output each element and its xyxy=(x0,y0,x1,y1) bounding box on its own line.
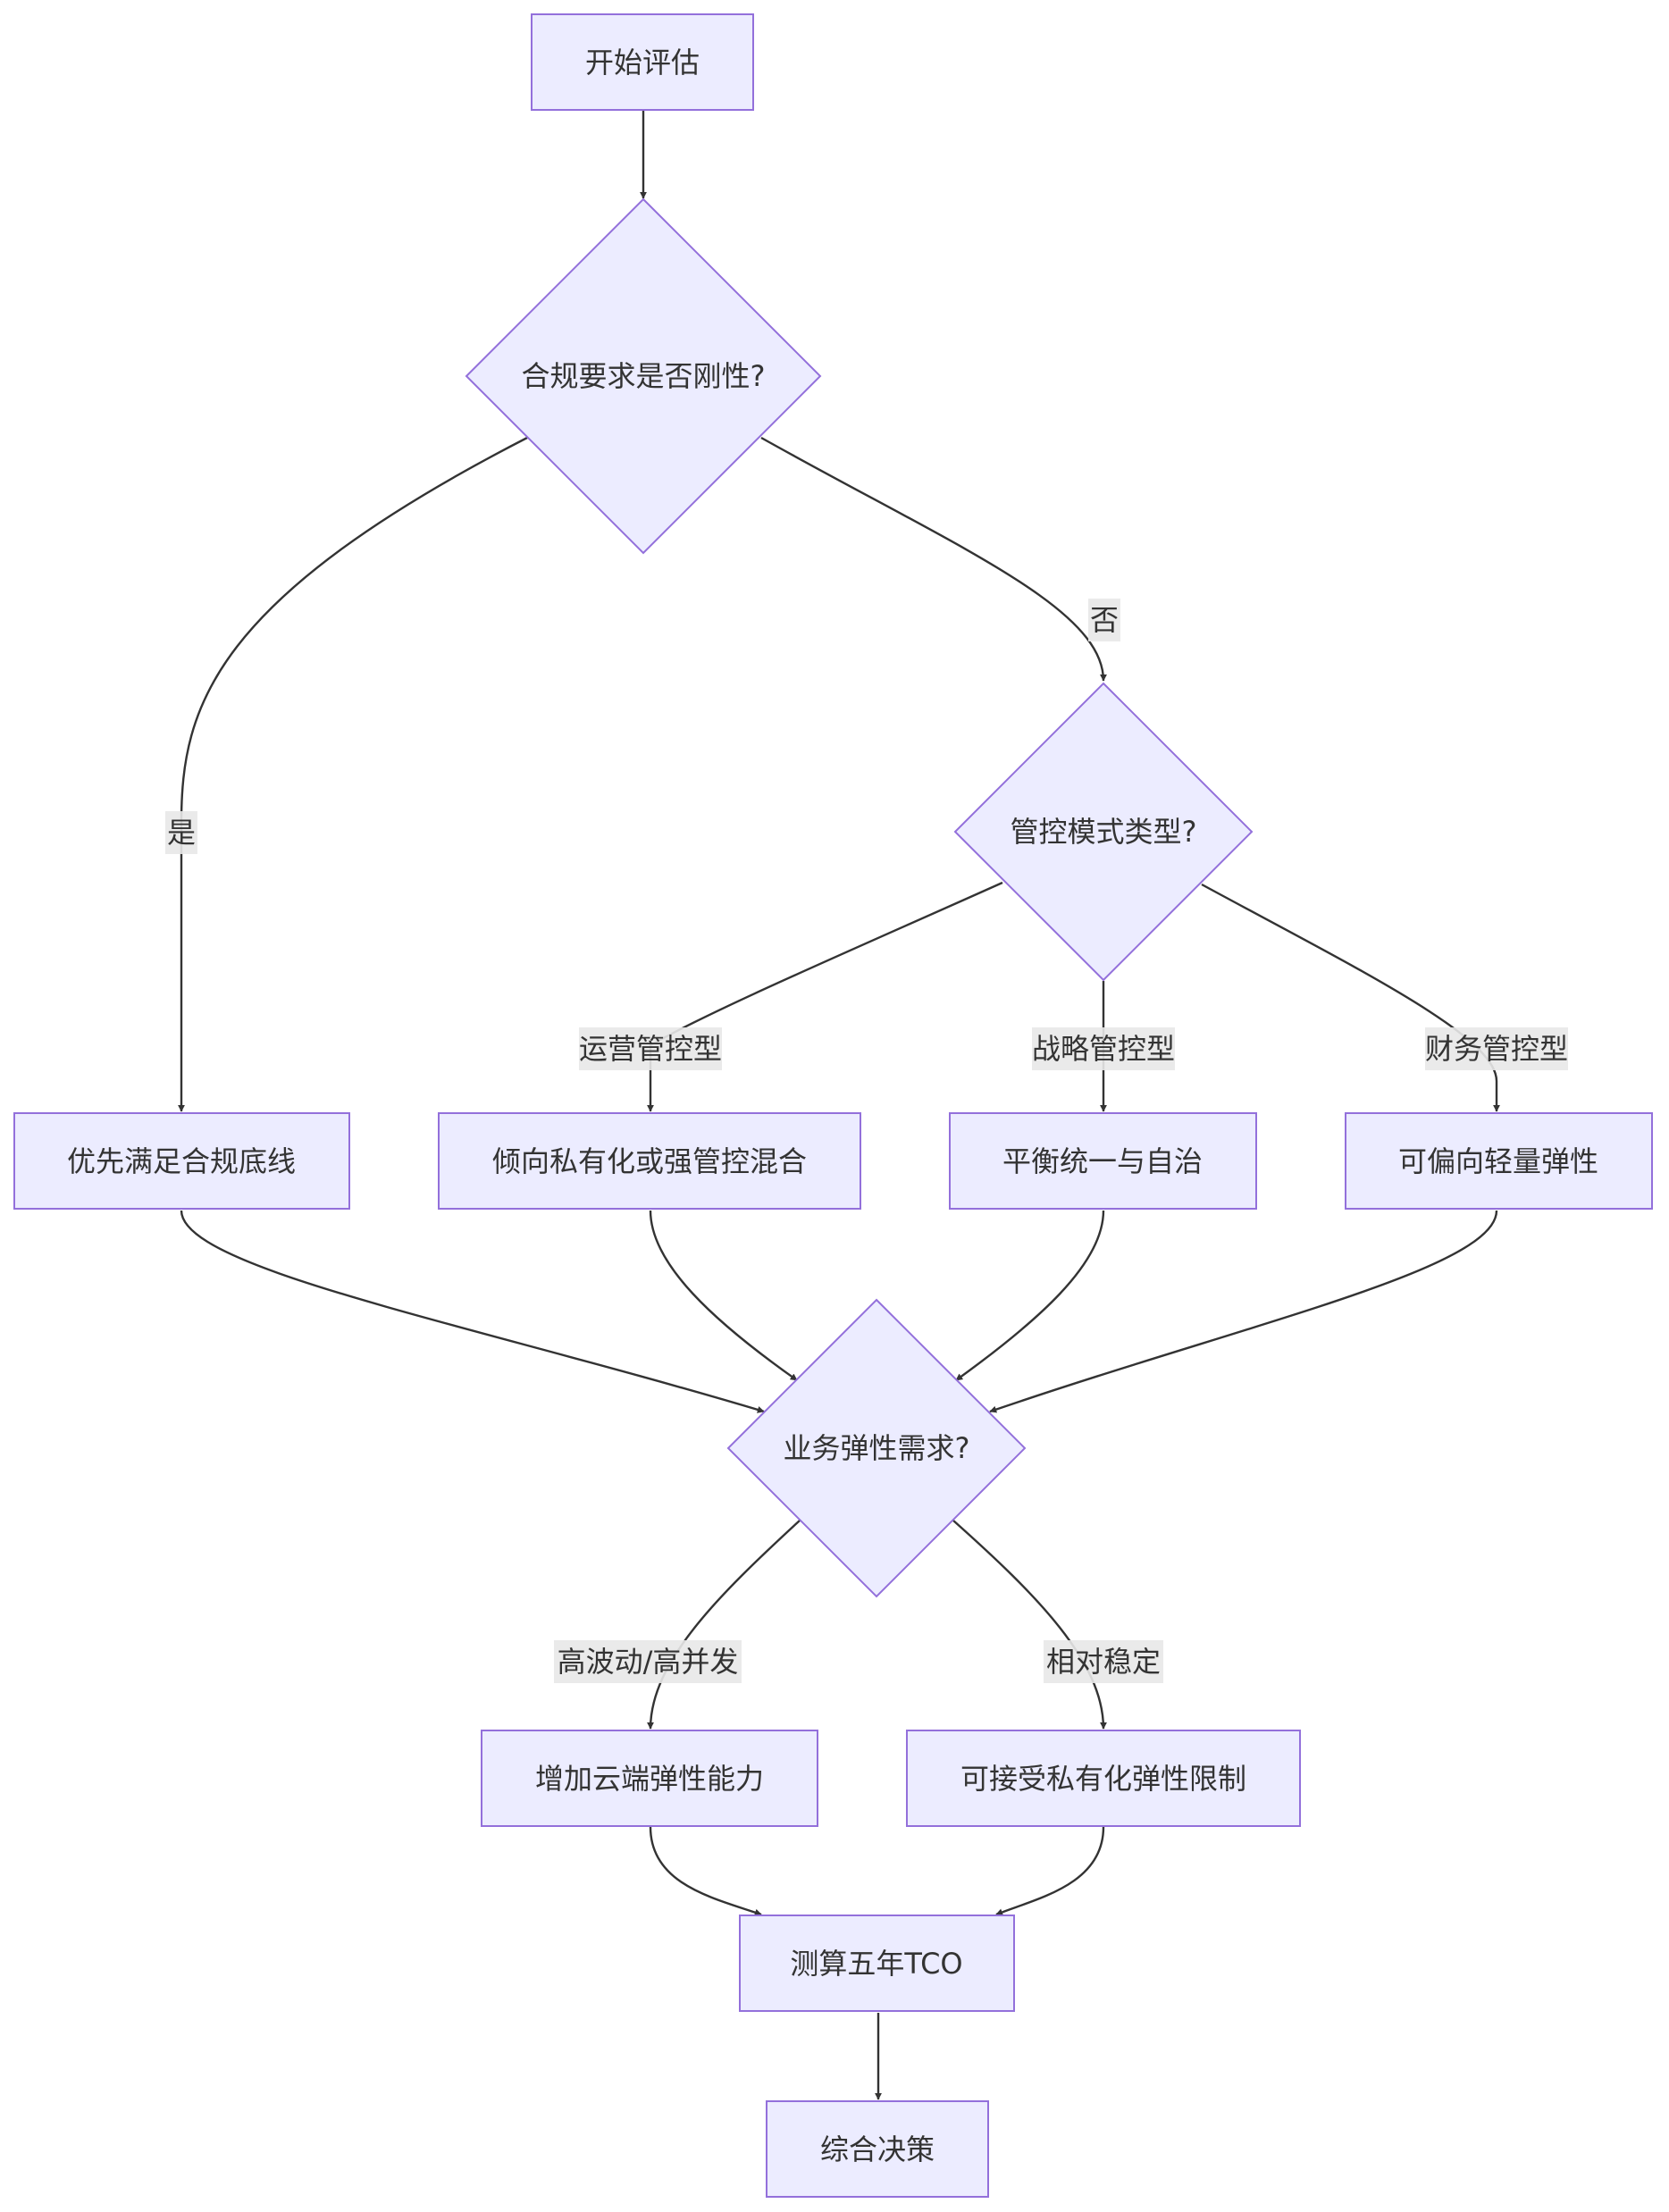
node-private-hybrid-label: 倾向私有化或强管控混合 xyxy=(492,1144,807,1178)
edge-elastic-need-to-cloud-elastic xyxy=(647,1520,801,1730)
edge-meet-compliance-to-elastic-need xyxy=(180,1210,765,1413)
edge-control-mode-to-private-hybrid xyxy=(647,881,1003,1112)
svg-text:是: 是 xyxy=(167,816,196,850)
node-balance[interactable]: 平衡统一与自治 xyxy=(949,1112,1257,1210)
svg-text:财务管控型: 财务管控型 xyxy=(1425,1032,1568,1066)
node-decision[interactable]: 综合决策 xyxy=(766,2100,989,2198)
node-accept-private[interactable]: 可接受私有化弹性限制 xyxy=(906,1730,1301,1827)
svg-text:战略管控型: 战略管控型 xyxy=(1032,1032,1175,1066)
edge-label-financial: 财务管控型 xyxy=(1425,1027,1568,1070)
edge-compliance-to-control-mode xyxy=(760,436,1107,682)
edge-labels: 否 是 运营管控型 战略管控型 财务管控型 高波动/高并发 相对稳定 xyxy=(165,599,1568,1683)
node-tco[interactable]: 测算五年TCO xyxy=(739,1915,1015,2012)
edge-label-yes: 是 xyxy=(165,811,197,854)
node-control-mode-label: 管控模式类型? xyxy=(1011,815,1197,849)
nodes: 开始评估 合规要求是否刚性? 管控模式类型? 优先满足合规底线 倾向私有化或强管… xyxy=(13,13,1653,2198)
node-decision-label: 综合决策 xyxy=(820,2132,935,2166)
edge-elastic-need-to-accept-private xyxy=(952,1520,1107,1730)
edges xyxy=(178,111,1500,2100)
node-elastic-need-decision[interactable]: 业务弹性需求? xyxy=(726,1298,1027,1598)
node-compliance-decision[interactable]: 合规要求是否刚性? xyxy=(465,197,822,555)
edge-control-mode-to-light-elastic xyxy=(1201,883,1500,1112)
node-accept-private-label: 可接受私有化弹性限制 xyxy=(960,1762,1246,1796)
node-cloud-elastic[interactable]: 增加云端弹性能力 xyxy=(481,1730,818,1827)
node-meet-compliance-label: 优先满足合规底线 xyxy=(67,1144,296,1178)
node-meet-compliance[interactable]: 优先满足合规底线 xyxy=(13,1112,350,1210)
edge-label-high-volatility: 高波动/高并发 xyxy=(554,1640,742,1683)
edge-compliance-to-meet-compliance xyxy=(178,436,528,1112)
edge-accept-private-to-tco xyxy=(995,1826,1105,1916)
edge-label-no: 否 xyxy=(1088,599,1120,641)
svg-text:否: 否 xyxy=(1090,603,1119,637)
edge-light-elastic-to-elastic-need xyxy=(989,1210,1498,1413)
edge-label-operational: 运营管控型 xyxy=(579,1027,722,1070)
node-tco-label: 测算五年TCO xyxy=(790,1947,962,1981)
node-control-mode-decision[interactable]: 管控模式类型? xyxy=(953,682,1254,982)
node-balance-label: 平衡统一与自治 xyxy=(1002,1144,1203,1178)
node-start-label: 开始评估 xyxy=(585,46,700,80)
node-light-elastic-label: 可偏向轻量弹性 xyxy=(1398,1144,1598,1178)
edge-label-stable: 相对稳定 xyxy=(1044,1640,1163,1683)
node-elastic-need-label: 业务弹性需求? xyxy=(784,1431,970,1465)
node-light-elastic[interactable]: 可偏向轻量弹性 xyxy=(1345,1112,1653,1210)
edge-private-hybrid-to-elastic-need xyxy=(649,1210,798,1381)
edge-label-strategic: 战略管控型 xyxy=(1032,1027,1175,1070)
svg-text:运营管控型: 运营管控型 xyxy=(579,1032,722,1066)
node-compliance-label: 合规要求是否刚性? xyxy=(522,359,766,393)
node-private-hybrid[interactable]: 倾向私有化或强管控混合 xyxy=(438,1112,861,1210)
edge-balance-to-elastic-need xyxy=(955,1210,1105,1381)
edge-cloud-elastic-to-tco xyxy=(649,1826,762,1916)
node-cloud-elastic-label: 增加云端弹性能力 xyxy=(535,1762,764,1796)
svg-text:相对稳定: 相对稳定 xyxy=(1046,1645,1161,1679)
node-start[interactable]: 开始评估 xyxy=(531,13,754,111)
svg-text:高波动/高并发: 高波动/高并发 xyxy=(558,1645,739,1679)
